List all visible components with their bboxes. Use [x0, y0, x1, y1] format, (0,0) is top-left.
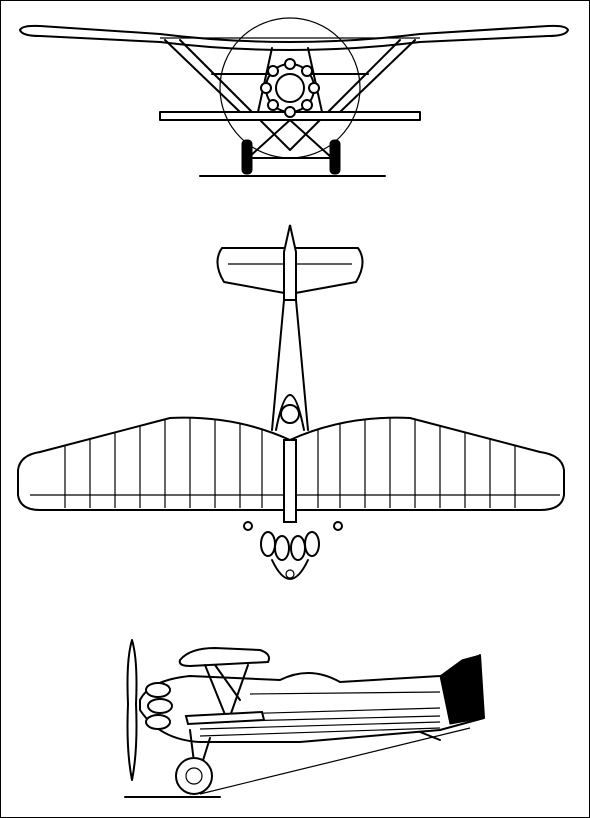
tail-fin [439, 654, 485, 725]
propeller [126, 639, 138, 781]
radial-engine [260, 58, 320, 118]
engine-cylinders [260, 531, 320, 561]
main-wing [17, 416, 565, 511]
interplane-strut-left [164, 39, 241, 113]
top-view [17, 224, 565, 580]
lower-wing-side [184, 710, 266, 726]
upper-wing-side [178, 646, 270, 668]
engine-side [145, 682, 173, 730]
side-view [124, 639, 485, 798]
fuselage-side [139, 654, 485, 743]
pilot-head [280, 404, 300, 424]
wheel-left [241, 139, 253, 175]
nose-spinner [271, 559, 309, 580]
fuselage [271, 299, 309, 431]
wing-ribs [64, 418, 516, 508]
front-view [19, 17, 569, 177]
interplane-strut-right [339, 39, 416, 113]
lower-wing [159, 111, 421, 121]
wheel-right [329, 139, 341, 175]
vertical-fin [283, 224, 297, 301]
wheel-side [175, 757, 213, 795]
